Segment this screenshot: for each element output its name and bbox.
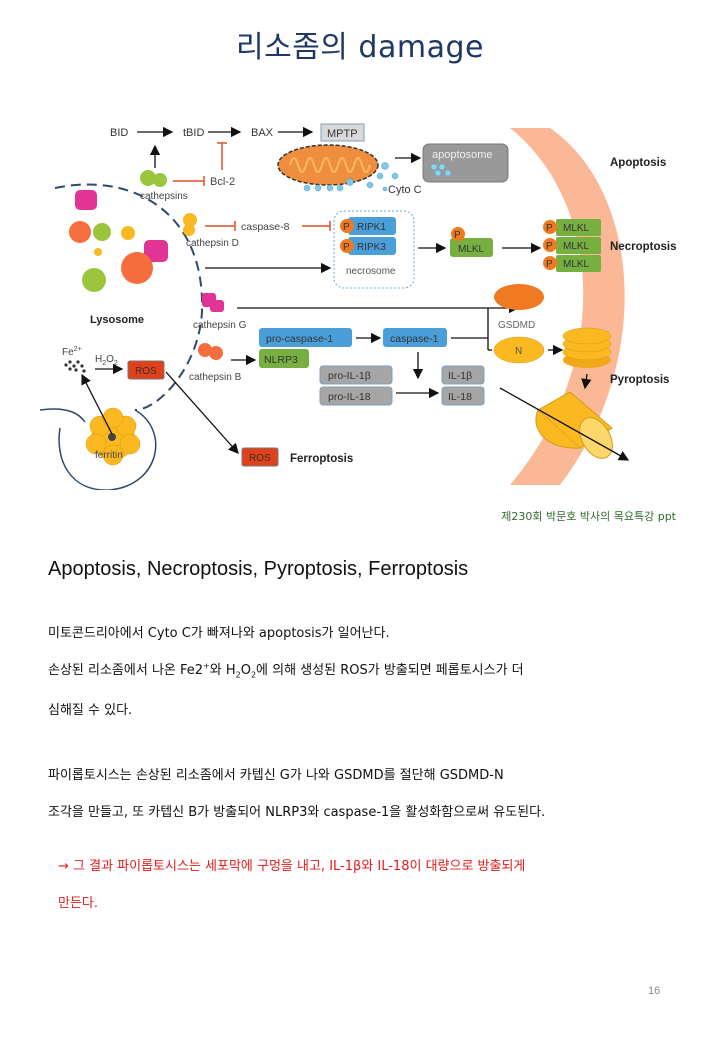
ros-box-lysosome <box>127 360 165 380</box>
paragraph-apoptosis: 미토콘드리아에서 Cyto C가 빠져나와 apoptosis가 일어난다. <box>48 626 390 641</box>
label-cathepsin-g: cathepsin G <box>193 320 247 331</box>
lysosome-damage-diagram: BID tBID BAX MPTP cathepsins Bcl-2 Cyto … <box>40 110 680 490</box>
iron-particles <box>64 360 86 373</box>
paragraph-result: → 그 결과 파이롭토시스는 세포막에 구멍을 내고, IL-1β와 IL-18… <box>58 859 526 874</box>
label-lysosome: Lysosome <box>90 314 144 326</box>
phospho-label: P <box>343 242 350 253</box>
label-pyroptosis: Pyroptosis <box>610 374 669 386</box>
label-necrosome: necrosome <box>346 266 396 277</box>
label-h2o2: H2O2 <box>95 354 118 367</box>
label-ros: ROS <box>135 366 157 377</box>
page-title: 리소좀의 damage <box>236 30 484 65</box>
label-caspase-1: caspase-1 <box>390 333 439 345</box>
label-gsdmd: GSDMD <box>498 320 535 331</box>
label-necroptosis: Necroptosis <box>610 241 676 253</box>
paragraph-ferroptosis-cont: 심해질 수 있다. <box>48 703 133 718</box>
source-caption: 제230회 박문호 박사의 목요특강 ppt <box>501 510 676 523</box>
paragraph-result-cont: 만든다. <box>58 896 99 911</box>
label-pro-il-18: pro-IL-18 <box>328 391 371 403</box>
gsdmd-pore-stack <box>562 327 612 368</box>
label-apoptosis: Apoptosis <box>610 157 666 169</box>
phospho-label: P <box>546 241 553 252</box>
label-nlrp3: NLRP3 <box>264 354 298 366</box>
mitochondrion <box>277 144 379 186</box>
paragraph-pyroptosis: 파이롭토시스는 손상된 리소좀에서 카텝신 G가 나와 GSDMD를 절단해 G… <box>48 768 504 783</box>
label-cathepsins: cathepsins <box>140 191 188 202</box>
gsdmd-n-domain <box>493 336 545 364</box>
cathepsin-b-icon <box>198 343 212 357</box>
paragraph-pyroptosis-cont: 조각을 만들고, 또 카텝신 B가 방출되어 NLRP3와 caspase-1을… <box>48 805 546 820</box>
label-mlkl: MLKL <box>563 223 590 234</box>
phospho-label: P <box>454 230 461 241</box>
lysosome-enzymes <box>69 190 168 292</box>
cyto-c-particles <box>303 162 399 192</box>
label-bax: BAX <box>251 127 274 139</box>
mlkl-trimer: P P P MLKL MLKL MLKL <box>543 219 601 272</box>
label-caspase-8: caspase-8 <box>241 221 290 233</box>
diagram-svg: BID tBID BAX MPTP cathepsins Bcl-2 Cyto … <box>40 123 676 490</box>
label-mlkl: MLKL <box>563 259 590 270</box>
label-pro-caspase-1: pro-caspase-1 <box>266 333 333 345</box>
cell-membrane <box>510 128 625 485</box>
label-cathepsin-b: cathepsin B <box>189 372 242 383</box>
caspase-1-box <box>383 328 447 347</box>
phospho-label: P <box>343 222 350 233</box>
label-ferritin: ferritin <box>95 450 123 461</box>
label-ripk1: RIPK1 <box>357 222 386 233</box>
gsdmd-pore <box>535 391 613 459</box>
necrosome-box <box>333 210 415 289</box>
gsdmd-c-domain <box>494 284 544 310</box>
ros-box-ferroptosis <box>241 447 279 467</box>
label-apoptosome: apoptosome <box>432 149 493 161</box>
label-mlkl: MLKL <box>563 241 590 252</box>
label-pro-il-1b: pro-IL-1β <box>328 370 371 382</box>
label-il-18: IL-18 <box>448 391 472 403</box>
il-1b-box <box>441 365 485 385</box>
pro-caspase-1-box <box>259 328 352 347</box>
phospho-label: P <box>546 223 553 234</box>
label-fe: Fe2+ <box>62 346 82 358</box>
autophagosome-membrane <box>40 408 157 490</box>
label-tbid: tBID <box>183 127 204 139</box>
pro-il-18-box <box>319 386 393 406</box>
cathepsin-icon <box>140 170 156 186</box>
label-bcl2: Bcl-2 <box>210 176 235 188</box>
label-il-1b: IL-1β <box>448 370 472 382</box>
apoptosome-box <box>422 143 509 183</box>
label-mlkl: MLKL <box>458 244 485 255</box>
label-ros: ROS <box>249 453 271 464</box>
phospho-label: P <box>546 259 553 270</box>
label-ferroptosis: Ferroptosis <box>290 453 353 465</box>
label-cyto-c: Cyto C <box>388 184 422 196</box>
pro-il-1b-box <box>319 365 393 385</box>
il-18-box <box>441 386 485 406</box>
label-bid: BID <box>110 127 128 139</box>
paragraph-ferroptosis: 손상된 리소좀에서 나온 Fe2+와 H2O2에 의해 생성된 ROS가 방출되… <box>48 661 524 680</box>
label-cathepsin-d: cathepsin D <box>186 238 239 249</box>
page-number: 16 <box>648 985 661 997</box>
label-n: N <box>515 346 522 357</box>
section-heading: Apoptosis, Necroptosis, Pyroptosis, Ferr… <box>48 558 469 580</box>
cathepsin-d-icon <box>183 213 197 227</box>
label-ripk3: RIPK3 <box>357 242 386 253</box>
nlrp3-box <box>259 349 309 368</box>
label-mptp: MPTP <box>327 128 358 140</box>
